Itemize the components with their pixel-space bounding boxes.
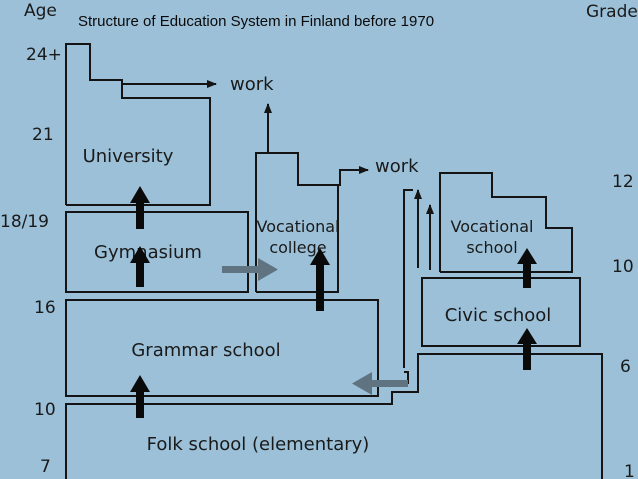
vocational-school-box [439, 172, 573, 273]
folk-to-civic-arrow [517, 328, 537, 370]
grade-axis-label: Grade [586, 2, 638, 22]
gymnasium-to-vocational-college-transfer-arrow [222, 258, 278, 281]
grammar-school-box [65, 299, 379, 397]
vocational-college-to-work-arrow [338, 166, 369, 186]
grade-tick-6: 6 [620, 357, 631, 377]
vocational-college-label-line2: college [269, 238, 326, 257]
grade-tick-1: 1 [624, 462, 635, 479]
age-tick-16: 16 [34, 298, 56, 318]
diagram-title: Structure of Education System in Finland… [78, 13, 434, 30]
folk-school-box [65, 353, 603, 479]
gymnasium-box [65, 211, 249, 293]
civic-school-label: Civic school [445, 305, 552, 326]
university-box [65, 43, 211, 206]
grade-tick-10: 10 [612, 257, 634, 277]
age-tick-21: 21 [32, 125, 54, 145]
folk-to-grammar-arrow [130, 375, 150, 418]
university-label: University [83, 146, 174, 167]
civic-to-grammar-transfer-arrow [352, 372, 408, 395]
work-label-vocational: work [375, 156, 419, 177]
age-tick-24: 24+ [26, 45, 62, 65]
grammar-to-gymnasium-arrow [130, 246, 150, 287]
folk-school-label: Folk school (elementary) [147, 434, 370, 455]
vocational-college-box [255, 152, 339, 293]
grammar-school-label: Grammar school [131, 340, 280, 361]
age-tick-10: 10 [34, 400, 56, 420]
into-vocational-college-arrow [310, 248, 330, 311]
work-label-university: work [230, 74, 274, 95]
civic-school-box [421, 277, 581, 347]
civic-to-vocational-school-arrow [517, 248, 537, 288]
grade-tick-12: 12 [612, 172, 634, 192]
vocational-school-label-line2: school [466, 238, 517, 257]
gymnasium-to-university-arrow [130, 186, 150, 229]
vocational-school-label-line1: Vocational [451, 217, 534, 236]
gymnasium-label: Gymnasium [94, 242, 202, 263]
civic-exit-line [403, 189, 413, 368]
age-axis-label: Age [24, 1, 57, 21]
age-tick-18-19: 18/19 [0, 212, 49, 232]
age-tick-7: 7 [40, 457, 51, 477]
vocational-college-label-line1: Vocational [257, 217, 340, 236]
